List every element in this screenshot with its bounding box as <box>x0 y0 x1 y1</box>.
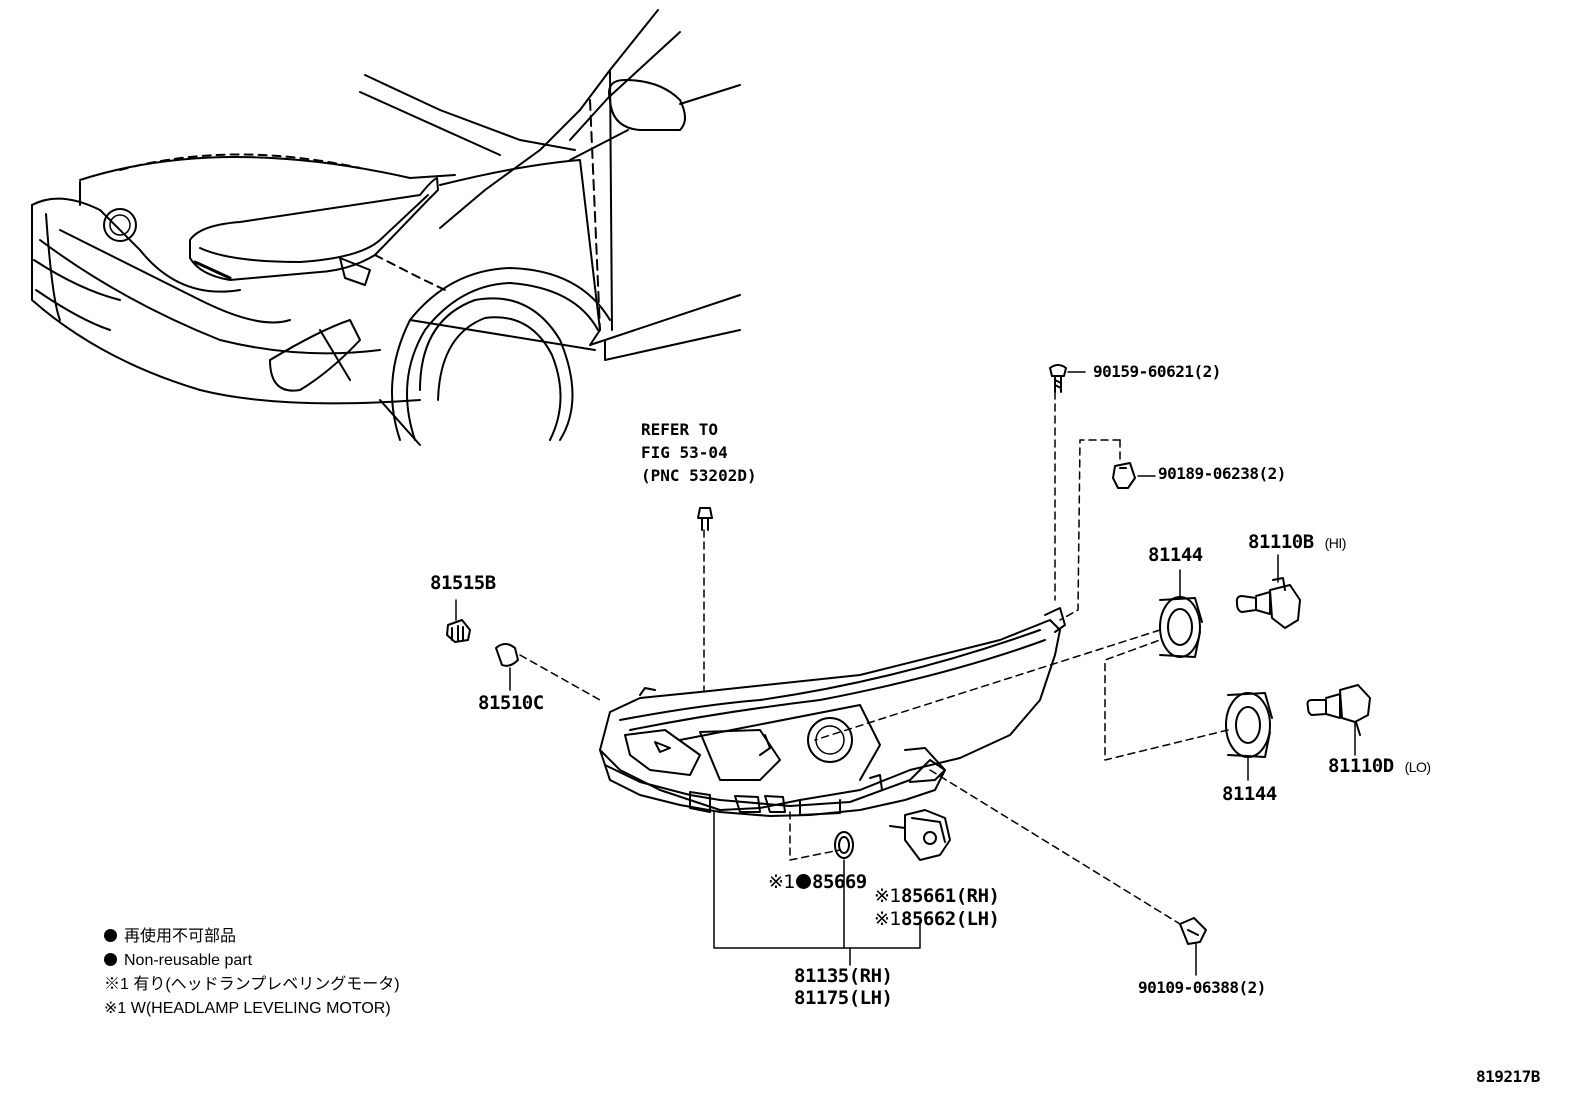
label-90189-06238: 90189-06238(2) <box>1158 464 1286 483</box>
legend-dot-icon <box>104 929 117 942</box>
refer-line-2: FIG 53-04 <box>641 443 728 462</box>
legend-jp-note: ※1 有り(ヘッドランプレベリングモータ) <box>104 976 400 993</box>
label-81175: 81175(LH) <box>794 987 893 1009</box>
label-85669-number: 85669 <box>812 871 867 893</box>
label-81510c: 81510C <box>478 692 544 714</box>
label-81144-upper: 81144 <box>1148 544 1203 566</box>
legend-en-note: ※1 W(HEADLAMP LEVELING MOTOR) <box>104 1000 391 1017</box>
label-81110b: 81110B (HI) <box>1248 533 1346 552</box>
refer-bolt-icon <box>697 507 713 531</box>
legend-jp-nonreusable: 再使用不可部品 <box>124 928 237 945</box>
label-85669-mark: ※1 <box>768 871 796 893</box>
label-85662: ※185662(LH) <box>874 908 1000 930</box>
refer-line-3: (PNC 53202D) <box>641 466 757 485</box>
label-90109-06388: 90109-06388(2) <box>1138 978 1266 997</box>
cover-lower-icon <box>1225 692 1273 758</box>
label-81110b-number: 81110B <box>1248 531 1314 553</box>
bolt-top-icon <box>1049 364 1067 393</box>
legend: 再使用不可部品 Non-reusable part ※1 有り(ヘッドランプレベ… <box>104 925 400 1021</box>
leader-lines <box>519 391 1229 925</box>
label-90159-60621: 90159-60621(2) <box>1093 362 1221 381</box>
clip-icon <box>1112 462 1136 489</box>
label-85669: ※1 85669 <box>768 873 867 892</box>
figure-id: 819217B <box>1476 1067 1540 1086</box>
refer-line-1: REFER TO <box>641 420 719 439</box>
label-81110b-note: (HI) <box>1324 535 1347 551</box>
bolt-bottom-icon <box>1179 917 1207 945</box>
socket-81515b-icon <box>446 619 471 643</box>
label-81110d-number: 81110D <box>1328 755 1394 777</box>
legend-dot-icon <box>104 953 117 966</box>
label-81515b: 81515B <box>430 572 496 594</box>
legend-en-nonreusable: Non-reusable part <box>124 952 253 969</box>
bulb-lo-icon <box>1306 684 1371 736</box>
label-85661: ※185661(RH) <box>874 885 1000 907</box>
label-81110d: 81110D (LO) <box>1328 757 1431 776</box>
label-81135: 81135(RH) <box>794 965 893 987</box>
legend-row-jp-nonreusable: 再使用不可部品 <box>104 925 400 949</box>
bulb-hi-icon <box>1235 577 1301 629</box>
non-reusable-dot-icon <box>796 874 812 889</box>
label-85661-number: 85661(RH) <box>901 885 1000 907</box>
solid-leaders <box>455 371 1356 976</box>
leveling-motor-icon <box>889 809 951 861</box>
headlamp-assembly <box>599 607 1066 817</box>
refer-note: REFER TO FIG 53-04 (PNC 53202D) <box>641 418 757 487</box>
label-81144-lower: 81144 <box>1222 783 1277 805</box>
label-85662-mark: ※1 <box>874 908 902 930</box>
label-85661-mark: ※1 <box>874 885 902 907</box>
o-ring-icon <box>834 831 854 859</box>
label-81110d-note: (LO) <box>1404 759 1432 775</box>
legend-row-en-nonreusable: Non-reusable part <box>104 949 400 973</box>
label-85662-number: 85662(LH) <box>901 908 1000 930</box>
bulb-81510c-icon <box>495 643 519 667</box>
vehicle-front-illustration <box>31 9 741 446</box>
cover-upper-icon <box>1159 596 1203 658</box>
